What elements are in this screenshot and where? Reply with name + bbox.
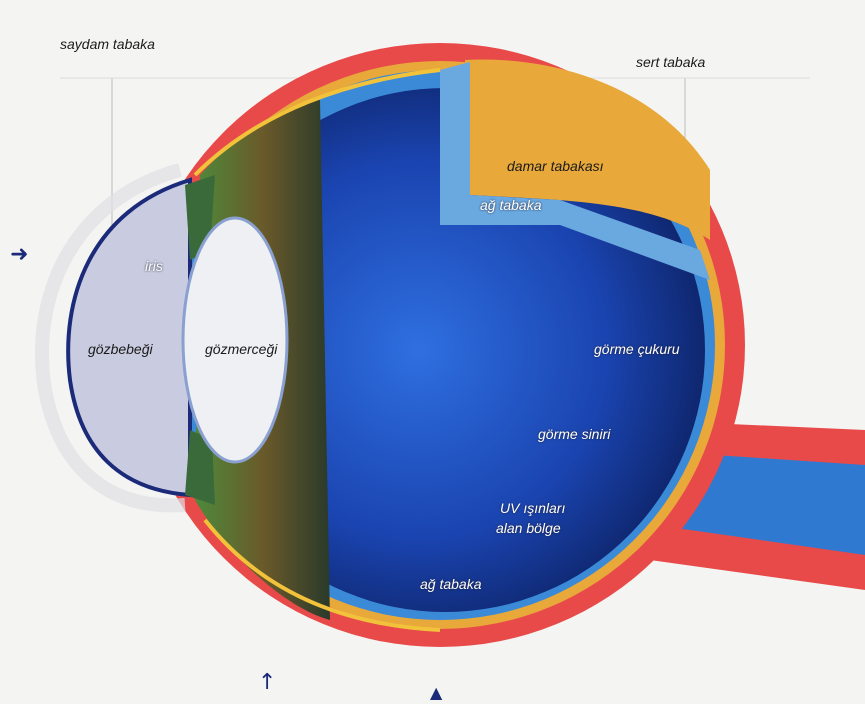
label-sclera: sert tabaka	[636, 54, 705, 70]
label-fovea: görme çukuru	[594, 341, 680, 357]
label-iris: iris	[145, 258, 163, 274]
up-arrow-icon: ↑	[258, 672, 276, 694]
up-arrow-icon: ▲	[430, 682, 442, 704]
label-uv-line2: alan bölge	[496, 520, 561, 536]
label-optic-nerve: görme siniri	[538, 426, 610, 442]
lens	[183, 218, 287, 462]
label-retina-bottom: ağ tabaka	[420, 576, 482, 592]
label-cornea: saydam tabaka	[60, 36, 155, 52]
label-uv-line1: UV ışınları	[500, 500, 565, 516]
left-arrow-icon: ➜	[10, 244, 28, 266]
label-retina-top: ağ tabaka	[480, 197, 542, 213]
label-lens: gözmerceği	[205, 341, 277, 357]
label-choroid: damar tabakası	[507, 158, 604, 174]
label-pupil: gözbebeği	[88, 341, 153, 357]
